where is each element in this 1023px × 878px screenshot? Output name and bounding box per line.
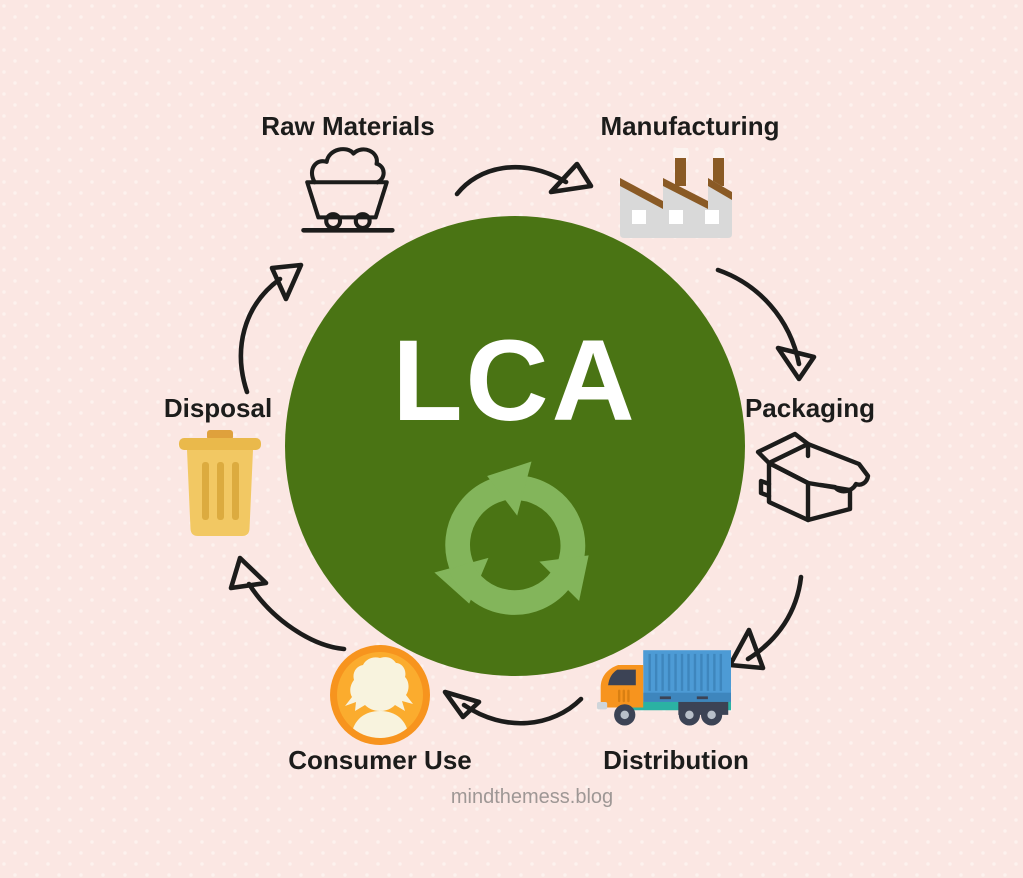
person-icon (330, 645, 430, 745)
stage-label-manufacturing: Manufacturing (600, 111, 780, 141)
factory-icon (620, 148, 732, 238)
trash-can-icon (179, 430, 261, 536)
arrow-manufacturing-to-packaging (715, 267, 817, 382)
stage-label-consumer-use: Consumer Use (288, 745, 472, 775)
arrow-distribution-to-consumer-use (442, 689, 584, 726)
stage-label-packaging: Packaging (744, 393, 876, 423)
watermark: mindthemess.blog (450, 786, 614, 808)
mine-cart-icon (301, 147, 395, 233)
recycle-arrows-icon (434, 458, 602, 632)
center-circle: LCA (285, 216, 745, 676)
stage-label-distribution: Distribution (603, 745, 749, 775)
diagram-title: LCA (392, 317, 638, 445)
open-box-icon (755, 431, 871, 523)
delivery-truck-icon (597, 650, 731, 726)
arrow-raw-materials-to-manufacturing (454, 161, 594, 197)
arrow-disposal-to-raw-materials (238, 262, 304, 395)
arrow-packaging-to-distribution (727, 574, 804, 671)
stage-label-raw-materials: Raw Materials (261, 111, 435, 141)
stage-label-disposal: Disposal (163, 393, 273, 423)
arrow-consumer-use-to-disposal (228, 555, 347, 652)
